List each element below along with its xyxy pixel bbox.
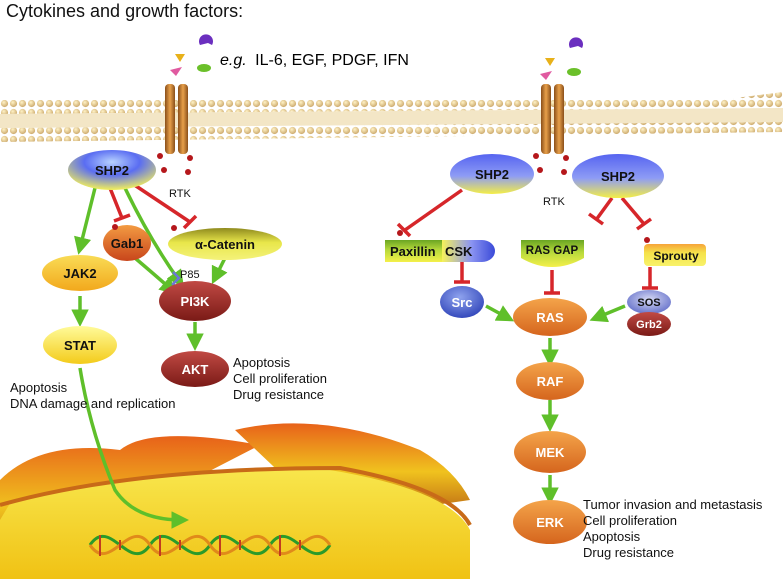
diagram-title: Cytokines and growth factors: — [6, 1, 243, 21]
svg-text:RAS GAP: RAS GAP — [526, 245, 579, 257]
svg-text:Src: Src — [452, 295, 473, 310]
rtk-receptor-right — [533, 84, 569, 175]
svg-text:JAK2: JAK2 — [63, 266, 96, 281]
erk-node: ERK — [513, 500, 587, 544]
csk-node: CSK — [442, 240, 495, 262]
svg-text:AKT: AKT — [182, 362, 209, 377]
ras-node: RAS — [513, 298, 587, 336]
sos-node: SOS — [627, 290, 671, 314]
arrow-sos-ras — [589, 304, 626, 323]
jak2-node: JAK2 — [42, 255, 118, 291]
dna-helix — [88, 535, 332, 556]
grb2-node: Grb2 — [627, 312, 671, 336]
svg-text:Sprouty: Sprouty — [653, 249, 699, 263]
inhibit-shp2-sprouty — [620, 196, 646, 226]
alpha-catenin-node: α-Catenin — [168, 225, 282, 260]
rtk-label-left: RTK — [169, 188, 191, 200]
shp2-node-right-b: SHP2 — [572, 154, 664, 198]
svg-text:SOS: SOS — [637, 297, 660, 309]
svg-text:Paxillin: Paxillin — [390, 244, 436, 259]
svg-text:SHP2: SHP2 — [475, 167, 509, 182]
svg-text:SHP2: SHP2 — [601, 169, 635, 184]
ligand-icons-left — [170, 34, 214, 76]
rtk-label-right: RTK — [543, 196, 565, 208]
svg-text:P85: P85 — [180, 269, 200, 281]
inhibit-shp2-paxillin — [403, 188, 464, 232]
svg-text:STAT: STAT — [64, 338, 96, 353]
svg-text:ERK: ERK — [536, 515, 564, 530]
inhibit-shp2-catenin — [129, 180, 191, 224]
inhibit-shp2-gab1 — [108, 187, 124, 219]
cell-membrane — [0, 92, 783, 142]
stat-outcomes: Apoptosis DNA damage and replication — [10, 380, 176, 411]
rtk-receptor-left — [157, 84, 193, 175]
inhibit-shp2-rasgap — [594, 196, 614, 222]
nucleus — [0, 423, 472, 579]
ligand-icons-right — [540, 37, 583, 80]
svg-text:α-Catenin: α-Catenin — [195, 237, 255, 252]
stat-node: STAT — [43, 326, 117, 364]
sprouty-node: Sprouty — [644, 237, 706, 266]
ligand-label: e.g. IL-6, EGF, PDGF, IFN — [220, 52, 409, 69]
ras-gap-node: RAS GAP — [521, 240, 584, 267]
mek-node: MEK — [514, 431, 586, 473]
paxillin-node: Paxillin — [385, 230, 442, 262]
arrow-shp2-jak2 — [74, 187, 97, 255]
gab1-node: Gab1 — [103, 224, 151, 261]
svg-text:Grb2: Grb2 — [636, 319, 662, 331]
svg-text:MEK: MEK — [536, 445, 566, 460]
shp2-node-left: SHP2 — [68, 150, 156, 190]
arrow-catenin-pi3k — [211, 257, 228, 285]
akt-outcomes: Apoptosis Cell proliferation Drug resist… — [233, 355, 331, 402]
arrow-stat-nucleus — [78, 367, 189, 529]
shp2-node-right-a: SHP2 — [450, 154, 534, 194]
svg-text:PI3K: PI3K — [181, 294, 211, 309]
raf-node: RAF — [516, 362, 584, 400]
src-node: Src — [440, 286, 484, 318]
svg-text:Gab1: Gab1 — [111, 236, 144, 251]
svg-text:CSK: CSK — [445, 244, 473, 259]
svg-text:SHP2: SHP2 — [95, 163, 129, 178]
akt-node: AKT — [161, 351, 229, 387]
erk-outcomes: Tumor invasion and metastasis Cell proli… — [583, 497, 766, 560]
pi3k-node: PI3K — [159, 281, 231, 321]
svg-text:RAS: RAS — [536, 310, 564, 325]
arrow-src-ras — [485, 304, 515, 322]
svg-text:RAF: RAF — [537, 374, 564, 389]
